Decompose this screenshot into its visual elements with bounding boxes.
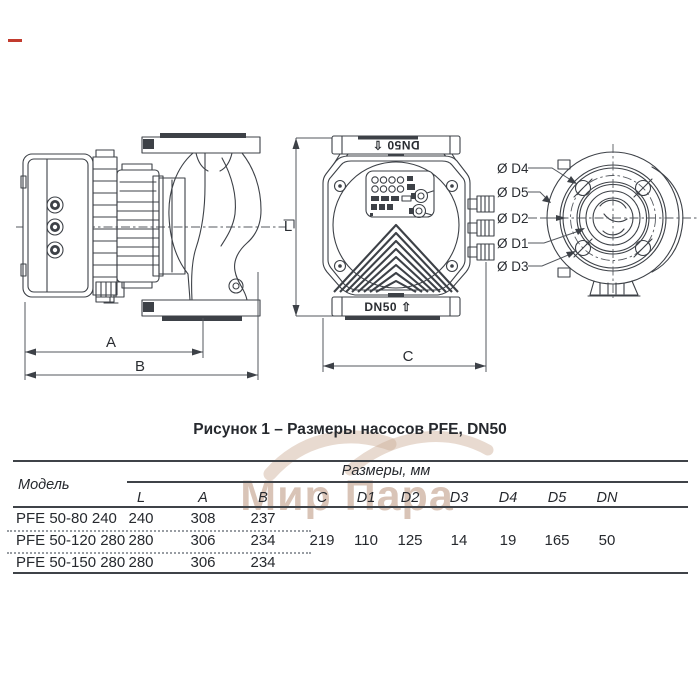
value-b: 234 bbox=[250, 554, 276, 571]
table-rule-header bbox=[13, 506, 688, 508]
watermark-text: Мир Пара bbox=[240, 472, 454, 520]
corner-screw-icon bbox=[333, 179, 459, 273]
column-header-d3: D3 bbox=[449, 490, 469, 506]
column-header-model: Модель bbox=[18, 477, 70, 493]
shared-value-d2: 125 bbox=[397, 532, 423, 549]
value-l: 240 bbox=[128, 510, 154, 527]
row-separator bbox=[7, 552, 311, 554]
flange-foot bbox=[587, 280, 641, 297]
dimension-c: C bbox=[322, 262, 487, 372]
dim-a-label: A bbox=[106, 334, 116, 351]
port-label-bottom: DN50⇧ bbox=[364, 300, 411, 314]
column-header-d2: D2 bbox=[400, 490, 420, 506]
group-header-sizes: Размеры, мм bbox=[341, 463, 431, 479]
model-name: PFE 50-150 280 bbox=[16, 554, 126, 571]
shared-value-d1: 110 bbox=[354, 532, 378, 549]
red-mark bbox=[8, 39, 22, 42]
value-b: 237 bbox=[250, 510, 276, 527]
side-top-flange bbox=[141, 133, 261, 154]
shared-value-d5: 165 bbox=[544, 532, 570, 549]
dimension-b: B bbox=[25, 272, 259, 380]
bottom-gland bbox=[95, 281, 125, 304]
dimension-l: L bbox=[284, 137, 336, 317]
value-l: 280 bbox=[128, 554, 154, 571]
dim-l-label: L bbox=[284, 218, 292, 235]
side-bottom-flange bbox=[141, 299, 261, 321]
label-d3: Ø D3 bbox=[497, 259, 529, 274]
dim-c-label: C bbox=[403, 348, 414, 365]
value-b: 234 bbox=[250, 532, 276, 549]
cable-glands-front bbox=[467, 195, 495, 261]
pump-front-view: L DN50⇧ bbox=[284, 135, 495, 372]
column-header-d1: D1 bbox=[356, 490, 376, 506]
bolt-hole-icon bbox=[573, 178, 653, 258]
cable-gland-icon bbox=[46, 196, 64, 259]
table-rule-group bbox=[127, 481, 688, 483]
label-d5: Ø D5 bbox=[497, 185, 529, 200]
port-label-top: DN50⇧ bbox=[372, 138, 419, 152]
table-rule-bottom bbox=[13, 572, 688, 574]
column-header-l: L bbox=[136, 490, 146, 506]
front-bottom-flange: DN50⇧ bbox=[331, 293, 461, 320]
shared-value-c: 219 bbox=[309, 532, 335, 549]
terminal-box bbox=[20, 153, 94, 298]
column-header-d5: D5 bbox=[547, 490, 567, 506]
cooling-fins bbox=[333, 223, 459, 293]
column-header-c: C bbox=[316, 490, 328, 506]
diameter-callouts: Ø D4 Ø D5 Ø D2 Ø D1 Ø D3 bbox=[497, 161, 585, 274]
figure-caption: Рисунок 1 – Размеры насосов PFE, DN50 bbox=[193, 421, 507, 438]
column-header-dn: DN bbox=[596, 490, 618, 506]
indicator-leds bbox=[371, 176, 405, 193]
column-header-a: A bbox=[198, 490, 208, 506]
pump-side-view: A B bbox=[16, 133, 295, 380]
column-header-d4: D4 bbox=[498, 490, 518, 506]
pump-flange-view: Ø D4 Ø D5 Ø D2 Ø D1 Ø D3 bbox=[497, 144, 698, 298]
shared-value-d4: 19 bbox=[499, 532, 517, 549]
control-panel bbox=[365, 170, 435, 219]
model-name: PFE 50-80 240 bbox=[16, 510, 117, 527]
pump-adapter bbox=[158, 177, 186, 275]
column-header-b: B bbox=[258, 490, 268, 506]
dimension-a: A bbox=[24, 302, 204, 380]
dim-b-label: B bbox=[135, 358, 145, 375]
motor-body bbox=[116, 163, 164, 289]
label-d4: Ø D4 bbox=[497, 161, 529, 176]
label-d1: Ø D1 bbox=[497, 236, 529, 251]
shared-value-dn: 50 bbox=[598, 532, 616, 549]
shared-value-d3: 14 bbox=[450, 532, 468, 549]
value-a: 306 bbox=[190, 532, 216, 549]
panel-button-icon bbox=[409, 188, 434, 219]
pump-volute bbox=[168, 152, 262, 301]
table-rule-top bbox=[13, 460, 688, 462]
row-separator bbox=[7, 530, 311, 532]
value-a: 308 bbox=[190, 510, 216, 527]
value-a: 306 bbox=[190, 554, 216, 571]
model-name: PFE 50-120 280 bbox=[16, 532, 126, 549]
value-l: 280 bbox=[128, 532, 154, 549]
label-d2: Ø D2 bbox=[497, 211, 529, 226]
pump-dimension-drawing: A B L bbox=[16, 133, 698, 380]
